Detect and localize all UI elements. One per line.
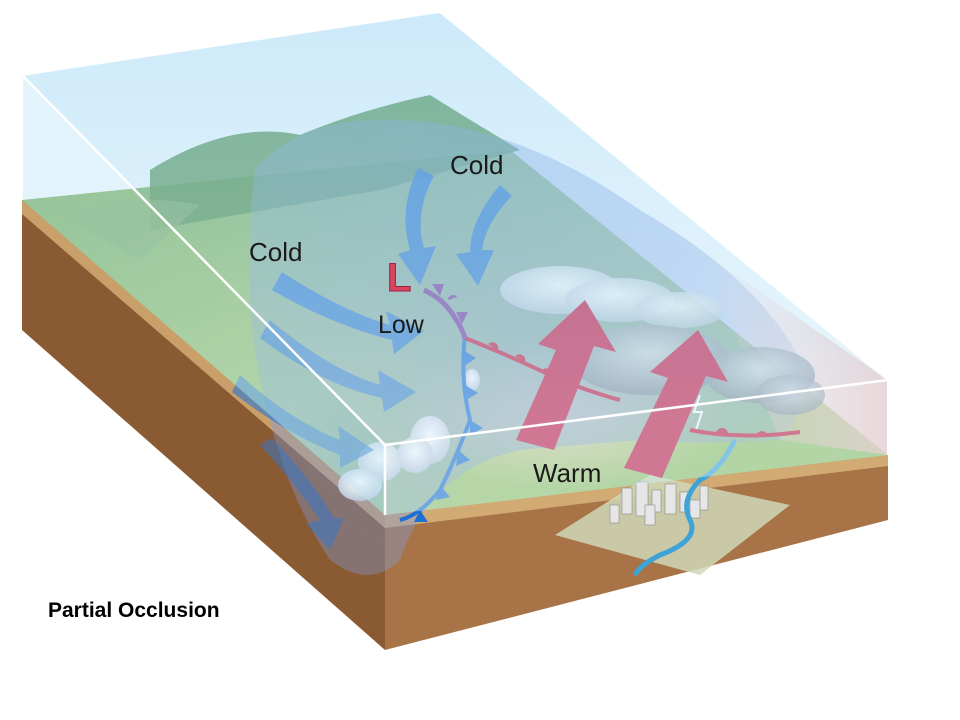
warm-front-right	[689, 428, 801, 438]
low-pressure-symbol: L	[386, 256, 412, 301]
city	[555, 438, 790, 577]
cold-label-top: Cold	[450, 150, 504, 180]
sky-block	[21, 10, 889, 515]
low-label: Low	[378, 311, 424, 339]
diagram-caption: Partial Occlusion	[48, 599, 220, 622]
cold-label-left: Cold	[249, 237, 303, 267]
warm-label: Warm	[533, 458, 602, 488]
